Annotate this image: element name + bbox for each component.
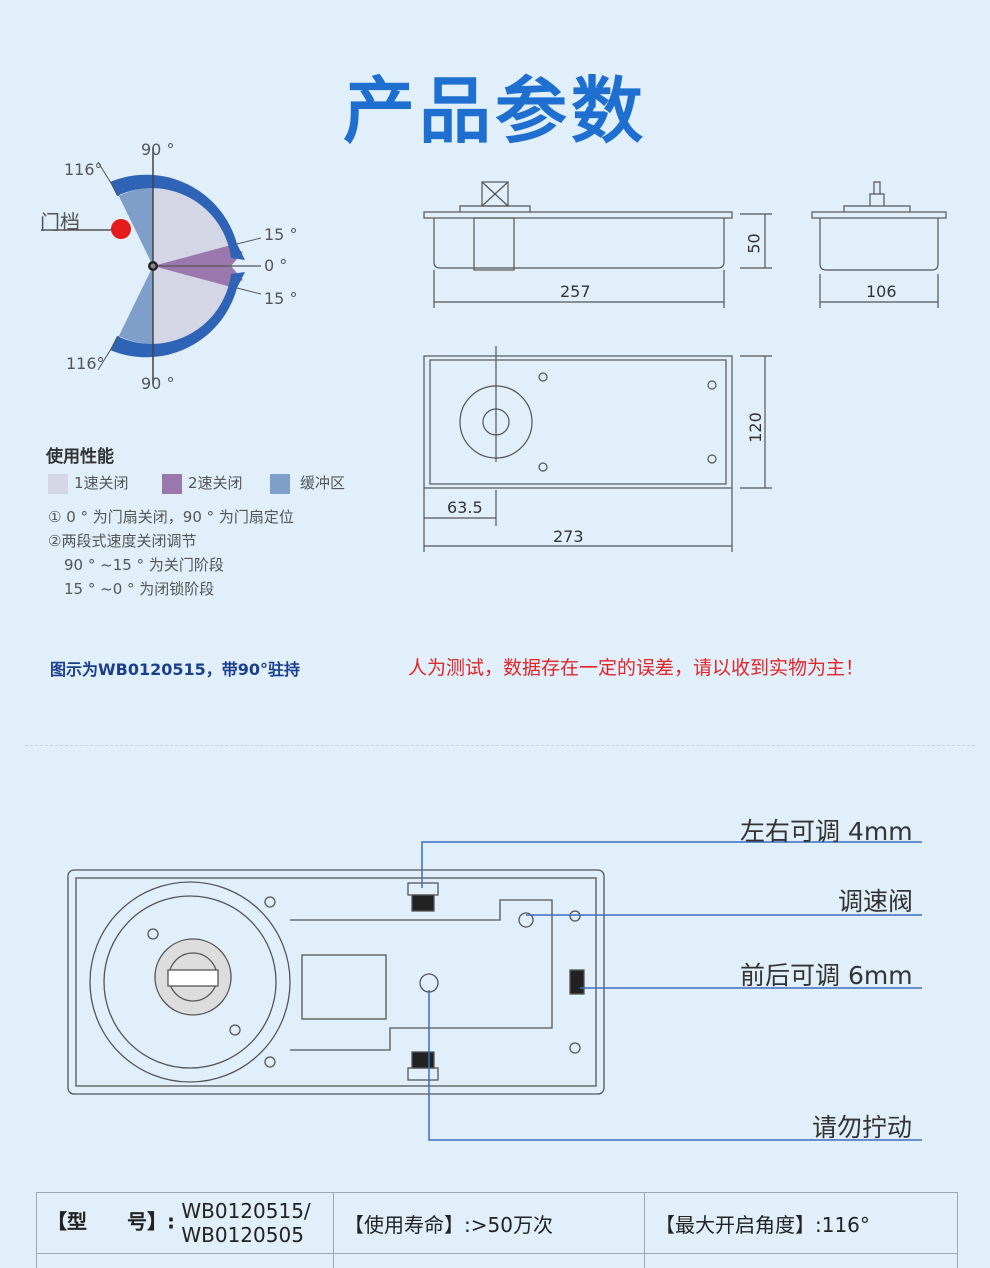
floor-spring-adjustment-drawing — [67, 841, 922, 1141]
table-row — [36, 1253, 958, 1268]
legend-label: 2速关闭 — [188, 474, 243, 492]
end-view — [811, 181, 947, 308]
note-1: ① 0 ° 为门扇关闭，90 ° 为门扇定位 — [48, 508, 294, 526]
callout-speed-valve: 调速阀 — [838, 887, 914, 916]
opening-angle-diagram — [41, 148, 262, 384]
label-15-bottom: 15 ° — [264, 289, 298, 308]
table-cell — [644, 1253, 958, 1268]
speed1-top — [153, 188, 229, 266]
dim-height: 50 — [744, 233, 764, 254]
callout-front-back-adjust: 前后可调 6mm — [740, 961, 913, 990]
label-90-top: 90 ° — [141, 140, 175, 159]
spec-model: 【型 号】: WB0120515/WB0120505 — [36, 1192, 334, 1254]
label-116-top: 116° — [64, 160, 103, 179]
performance-heading: 使用性能 — [46, 447, 114, 467]
spec-life: 【使用寿命】:>50万次 — [333, 1192, 645, 1254]
table-cell — [333, 1253, 645, 1268]
buffer-swatch — [270, 473, 290, 494]
note-3: 90 ° ~15 ° 为关门阶段 — [64, 556, 224, 574]
angle-fan — [41, 148, 262, 384]
label-15-top: 15 ° — [264, 225, 298, 244]
model-value: WB0120515/ — [181, 1199, 311, 1223]
page-title: 产品参数 — [342, 69, 647, 153]
side-view — [423, 181, 772, 308]
speed2-swatch — [162, 473, 182, 494]
label-116-bottom: 116° — [66, 354, 105, 373]
dim-side-length: 257 — [560, 282, 591, 301]
test-disclaimer: 人为测试，数据存在一定的误差，请以收到实物为主！ — [408, 657, 865, 679]
table-cell — [36, 1253, 334, 1268]
label-0: 0 ° — [264, 256, 288, 275]
speed1-bottom — [153, 266, 229, 344]
model-caption: 图示为WB0120515，带90°驻持 — [50, 660, 301, 679]
buffer-zone-top — [118, 188, 153, 266]
door-stop-label: 门档 — [40, 210, 80, 234]
note-4: 15 ° ~0 ° 为闭锁阶段 — [64, 580, 215, 598]
callout-do-not-twist: 请勿拧动 — [812, 1113, 913, 1142]
legend-speed2: 2速关闭 — [162, 472, 243, 494]
buffer-zone-bottom — [118, 266, 153, 344]
dim-offset: 63.5 — [447, 498, 483, 517]
callout-leaders — [421, 841, 922, 1141]
section-divider — [25, 745, 975, 746]
model-values: WB0120515/WB0120505 — [181, 1199, 310, 1247]
legend-speed1: 1速关闭 — [48, 472, 129, 494]
legend-buffer: 缓冲区 — [270, 472, 345, 494]
ring-top — [110, 174, 245, 260]
door-stop-marker — [111, 219, 131, 239]
speed1-swatch — [48, 473, 68, 494]
dim-top-length: 273 — [553, 527, 584, 546]
dim-top-width: 120 — [745, 412, 765, 443]
dim-width: 106 — [866, 282, 897, 301]
table-row: 【型 号】: WB0120515/WB0120505 【使用寿命】:>50万次 … — [36, 1192, 958, 1254]
spec-max-angle: 【最大开启角度】:116° — [644, 1192, 958, 1254]
note-2: ②两段式速度关闭调节 — [48, 532, 197, 550]
spec-table: 【型 号】: WB0120515/WB0120505 【使用寿命】:>50万次 … — [36, 1192, 958, 1268]
top-view — [423, 346, 772, 552]
callout-lateral-adjust: 左右可调 4mm — [740, 817, 913, 846]
legend-label: 1速关闭 — [74, 474, 129, 492]
label-90-bottom: 90 ° — [141, 374, 175, 393]
dimension-drawings — [423, 181, 947, 552]
model-value: WB0120505 — [181, 1223, 304, 1247]
legend-label: 缓冲区 — [300, 474, 346, 492]
model-label: 【型 号】: — [47, 1209, 175, 1234]
ring-bottom — [110, 272, 245, 358]
